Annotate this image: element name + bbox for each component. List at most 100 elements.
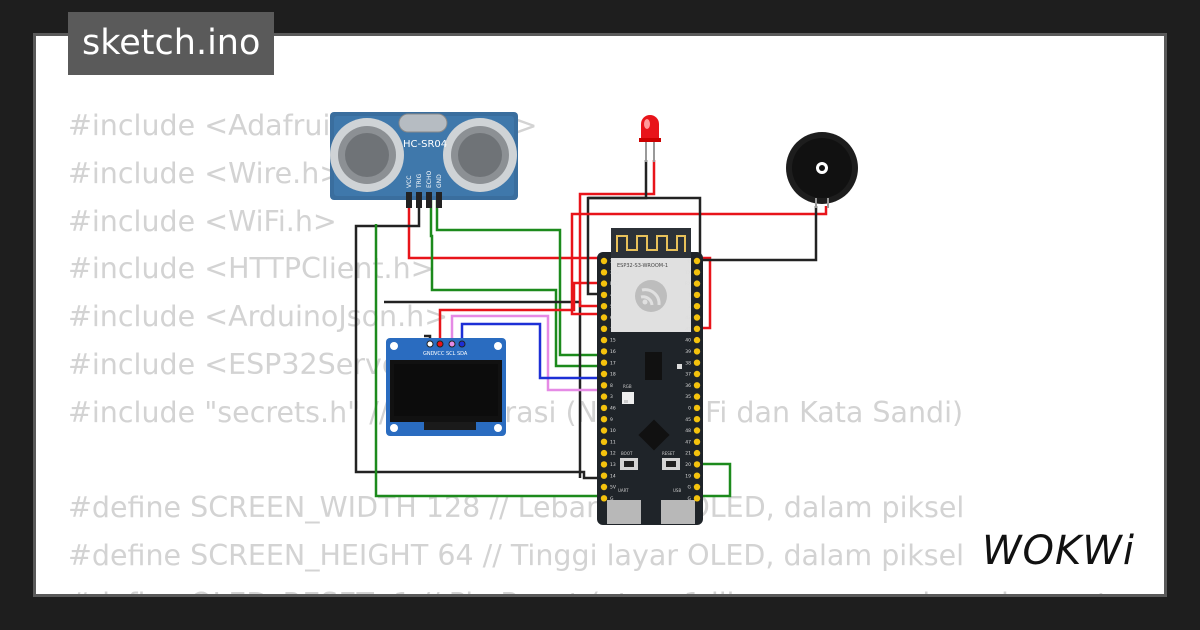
esp32-pin-label: 45 (685, 417, 691, 423)
esp32-pin-right[interactable] (693, 472, 701, 479)
usb-port[interactable] (661, 500, 695, 524)
oled-pin-vcc[interactable] (436, 340, 444, 348)
code-line: #define OLED_RESET -1 // Pin Reset (atau… (68, 580, 1108, 594)
esp32-pin-left[interactable] (600, 404, 608, 412)
esp32-pin-left[interactable] (600, 314, 608, 321)
hc-sr04-pin-label-gnd: GND (436, 174, 443, 188)
hc-sr04-pin[interactable] (436, 192, 442, 208)
hc-sr04-pin[interactable] (406, 192, 412, 208)
esp32-pin-label: 20 (685, 462, 691, 468)
esp32-pin-left[interactable] (600, 449, 608, 457)
esp32-pin-left[interactable] (600, 393, 608, 400)
oled-pin-gnd[interactable] (426, 340, 434, 348)
esp32-pin-right[interactable] (693, 370, 701, 378)
esp32-pin-left[interactable] (600, 483, 608, 491)
esp32-pin-left[interactable] (600, 269, 608, 276)
esp32-pin-right[interactable] (693, 269, 701, 276)
esp32-pin-left[interactable] (600, 416, 608, 423)
oled-pin-label-sda: SDA (457, 351, 468, 357)
esp32-pin-label: 19 (685, 473, 691, 479)
esp32-pin-left[interactable] (600, 336, 608, 344)
crystal-oscillator (398, 113, 448, 133)
esp32-pin-left[interactable] (600, 257, 608, 265)
oled-pin-sda[interactable] (458, 340, 466, 348)
esp32-pin-label: 41 (685, 326, 691, 332)
esp32-pin-label: 35 (685, 394, 691, 400)
esp32-pin-right[interactable] (693, 393, 701, 400)
esp32-pin-right[interactable] (693, 404, 701, 412)
esp32-pin-left[interactable] (600, 382, 608, 389)
esp32-pin-label: 36 (685, 383, 691, 389)
esp32-pin-label: 21 (685, 451, 691, 457)
esp32-pin-left[interactable] (600, 359, 608, 366)
reset-button-label: RESET (662, 451, 675, 456)
code-line: #include <WiFi.h> (68, 204, 337, 238)
esp32-pin-left[interactable] (600, 370, 608, 378)
esp32-pin-right[interactable] (693, 280, 701, 287)
oled-pin-scl[interactable] (448, 340, 456, 348)
oled-display[interactable]: GND VCC SCL SDA (386, 338, 506, 436)
esp32-pin-right[interactable] (693, 416, 701, 423)
esp32-pin-right[interactable] (693, 438, 701, 445)
piezo-buzzer[interactable] (786, 132, 858, 208)
esp32-pin-left[interactable] (600, 427, 608, 434)
esp32-pin-left[interactable] (600, 495, 608, 502)
esp32-pin-right[interactable] (693, 257, 701, 265)
esp32-pin-right[interactable] (693, 483, 701, 491)
esp32-pin-left[interactable] (600, 461, 608, 468)
esp32-pin-label: 4 (610, 293, 613, 299)
esp32-pin-right[interactable] (693, 325, 701, 332)
hc-sr04-pin[interactable] (426, 192, 432, 208)
esp32-pin-left[interactable] (600, 348, 608, 355)
oled-pin-label-gnd: GND (423, 351, 435, 357)
wire-green-bottom (374, 224, 732, 498)
wokwi-logo: WOKWi (978, 524, 1148, 576)
esp32-pin-label: 17 (610, 360, 616, 366)
esp32-pin-right[interactable] (693, 359, 701, 366)
boot-button[interactable] (620, 458, 638, 470)
esp32-pin-label: 38 (685, 360, 691, 366)
esp32-pin-right[interactable] (693, 495, 701, 502)
esp32-pin-label: 9 (610, 417, 613, 423)
ultrasonic-transducer-left (330, 118, 404, 192)
red-led[interactable] (639, 115, 661, 162)
esp32-pin-left[interactable] (600, 303, 608, 310)
esp32-pin-right[interactable] (693, 336, 701, 344)
esp32-pin-right[interactable] (693, 449, 701, 457)
esp32-pin-left[interactable] (600, 438, 608, 445)
wire-oled-sda (460, 322, 604, 380)
esp32-pin-left[interactable] (600, 325, 608, 332)
esp32-pin-left[interactable] (600, 472, 608, 479)
esp32-pin-right[interactable] (693, 461, 701, 468)
usb-label: USB (673, 488, 681, 493)
esp32-pin-right[interactable] (693, 314, 701, 321)
antenna (611, 228, 691, 260)
hc-sr04-sensor[interactable]: HC-SR04 VCC TRIG ECHO GND (330, 112, 518, 208)
esp32-pin-label: G (610, 496, 614, 502)
file-tab[interactable]: sketch.ino (68, 12, 275, 75)
hc-sr04-pin[interactable] (416, 192, 422, 208)
espressif-logo-icon (635, 280, 667, 312)
code-line: #include <ArduinoJson.h> (68, 300, 449, 334)
esp32-pin-label: 47 (685, 439, 691, 445)
esp32-pin-right[interactable] (693, 303, 701, 310)
wire-oled-scl (450, 314, 604, 392)
esp32-pin-left[interactable] (600, 291, 608, 299)
wire-oled-vcc (438, 281, 604, 344)
hc-sr04-pin-label-vcc: VCC (406, 176, 413, 188)
esp32-s3-board[interactable]: ESP32-S3-WROOM-1 RGB BOOT RESET UART USB (597, 228, 703, 525)
uart-usb-port[interactable] (607, 500, 641, 524)
hc-sr04-pin-label-trig: TRIG (416, 173, 423, 189)
boot-button-label: BOOT (621, 451, 633, 456)
wokwi-logo-text: WOKWi (982, 528, 1135, 574)
esp32-pin-right[interactable] (693, 291, 701, 299)
esp32-pin-label: 6 (610, 315, 613, 321)
esp32-pin-right[interactable] (693, 427, 701, 434)
esp32-pin-right[interactable] (693, 348, 701, 355)
esp32-pin-left[interactable] (600, 280, 608, 287)
esp32-pin-right[interactable] (693, 382, 701, 389)
esp32-pin-label: 42 (685, 315, 691, 321)
reset-button[interactable] (662, 458, 680, 470)
